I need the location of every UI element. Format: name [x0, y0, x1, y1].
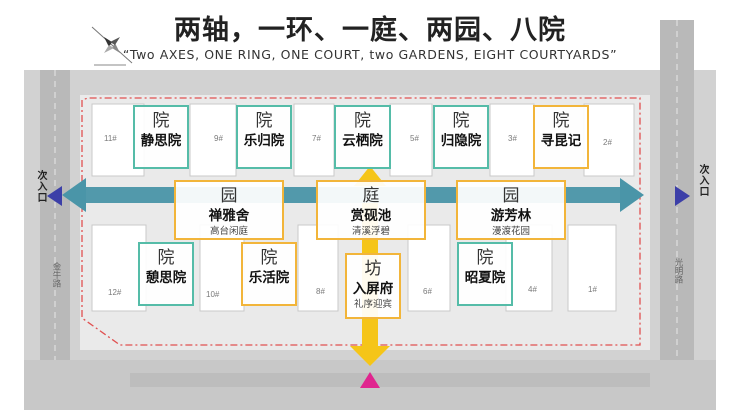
courtyard-char: 院: [452, 111, 470, 131]
parking-row: [130, 373, 650, 387]
building-number: 4#: [528, 285, 537, 294]
garden-subtitle: 高台闲庭: [209, 226, 248, 237]
court-shangyan: 庭 赏砚池 清溪浮碧: [316, 180, 426, 240]
gate-char: 坊: [364, 259, 382, 279]
garden-char: 园: [502, 186, 520, 206]
courtyard-legui: 院 乐归院: [236, 105, 292, 169]
page-subtitle: “Two AXES, ONE RING, ONE COURT, two GARD…: [122, 47, 618, 62]
courtyard-name: 静思院: [140, 133, 182, 149]
building-number: 7#: [312, 134, 321, 143]
vertical-axis-arrow-down: [350, 346, 390, 366]
courtyard-char: 院: [476, 248, 494, 268]
building-number: 11#: [104, 134, 117, 143]
courtyard-char: 院: [354, 111, 371, 131]
left-entrance-label: 次入口: [35, 170, 46, 203]
ring-road: [81, 97, 641, 346]
courtyard-guiyin: 院 归隐院: [433, 105, 489, 169]
building-number: 5#: [410, 134, 419, 143]
courtyard-lehuo: 院 乐活院: [241, 242, 297, 306]
right-entrance-label: 次入口: [697, 164, 708, 197]
courtyard-char: 院: [260, 248, 278, 268]
page-title: 两轴，一环、一庭、两园、八院: [174, 15, 566, 46]
courtyard-name: 乐归院: [243, 133, 285, 149]
right-road-label: 光明路: [673, 258, 683, 284]
courtyard-name: 云栖院: [342, 133, 383, 149]
building-number: 1#: [588, 285, 597, 294]
main-entrance-marker: [360, 372, 380, 388]
garden-name: 禅雅舍: [208, 208, 250, 224]
courtyard-name: 寻昆记: [540, 133, 582, 149]
horizontal-axis-arrow-right: [620, 178, 644, 212]
gate-name: 入屏府: [352, 281, 394, 297]
left-road-label: 金牛路: [51, 262, 61, 288]
courtyard-name: 归隐院: [440, 133, 482, 149]
garden-chanya: 园 禅雅舍 高台闲庭: [174, 180, 284, 240]
courtyard-name: 憩思院: [145, 270, 187, 286]
garden-name: 游芳林: [490, 208, 532, 224]
courtyard-xunkun: 院 寻昆记: [533, 105, 589, 169]
gate-rupingfu: 坊 入屏府 礼序迎宾: [345, 253, 401, 319]
courtyard-char: 院: [152, 111, 170, 131]
garden-youfang: 园 游芳林 漫渡花园: [456, 180, 566, 240]
courtyard-name: 昭夏院: [464, 270, 506, 286]
courtyard-zhaoxia: 院 昭夏院: [457, 242, 513, 306]
left-entrance-marker: [47, 186, 62, 206]
building-number: 2#: [603, 138, 612, 147]
building-number: 12#: [108, 288, 122, 297]
courtyard-char: 院: [255, 111, 273, 131]
courtyard-jingsi: 院 静思院: [133, 105, 189, 169]
court-char: 庭: [362, 186, 380, 206]
building-number: 8#: [316, 287, 325, 296]
building-number: 6#: [423, 287, 432, 296]
courtyard-char: 院: [157, 248, 175, 268]
courtyard-char: 院: [552, 111, 570, 131]
courtyard-name: 乐活院: [248, 270, 290, 286]
garden-char: 园: [220, 186, 238, 206]
gate-subtitle: 礼序迎宾: [353, 299, 392, 310]
building-number: 9#: [214, 134, 223, 143]
court-subtitle: 清溪浮碧: [351, 226, 390, 237]
compass-icon: [91, 26, 133, 66]
right-entrance-marker: [675, 186, 690, 206]
court-name: 赏砚池: [350, 208, 392, 224]
building-number: 10#: [206, 290, 220, 299]
horizontal-axis-arrow-left: [62, 178, 86, 212]
building-number: 3#: [508, 134, 517, 143]
garden-subtitle: 漫渡花园: [491, 226, 530, 237]
courtyard-yunqi: 院 云栖院: [334, 105, 391, 169]
courtyard-qisi: 院 憩思院: [138, 242, 194, 306]
